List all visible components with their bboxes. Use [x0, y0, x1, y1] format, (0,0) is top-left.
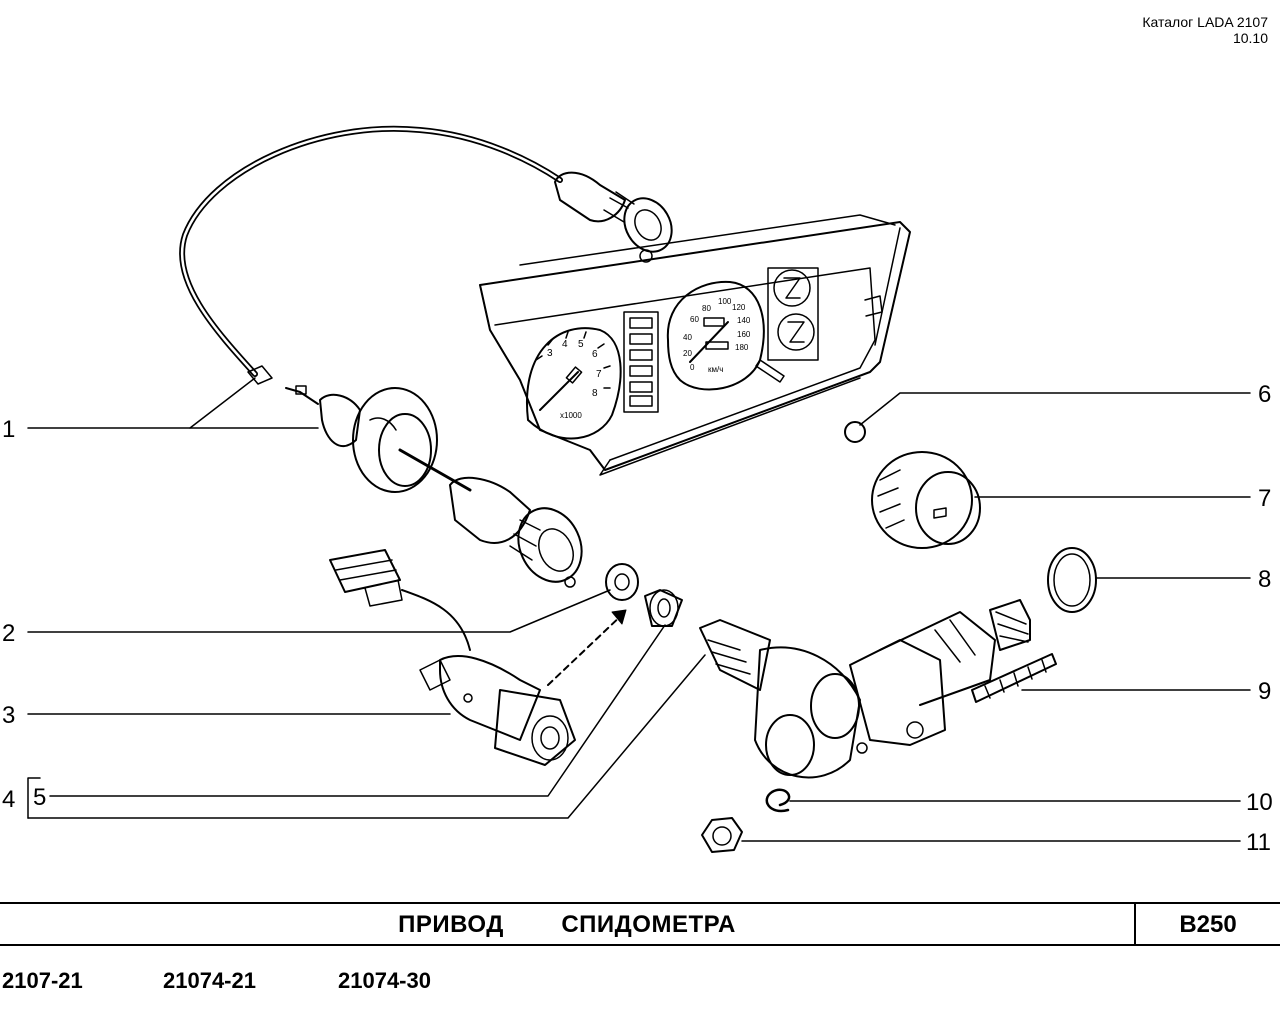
callout-3: 3 [2, 702, 15, 729]
arrow-head [611, 609, 627, 625]
instrument-cluster: 3 4 5 6 7 8 x1000 0 20 40 60 [479, 214, 911, 476]
callout-1: 1 [2, 416, 15, 443]
tacho-mark: 6 [592, 349, 598, 360]
stud [971, 653, 1057, 703]
assembly-title: ПРИВОД СПИДОМЕТРА [398, 911, 736, 938]
model-code: 21074-21 [163, 968, 256, 993]
threaded-cap [871, 451, 981, 549]
tacho-mark: 3 [547, 348, 553, 359]
speed-sensor [329, 549, 576, 766]
assembly-code: B250 [1134, 904, 1280, 944]
speedo-mark: 20 [683, 349, 692, 358]
speedometer-dial: 0 20 40 60 80 100 120 140 160 180 км/ч [666, 280, 765, 391]
speedo-unit: км/ч [708, 365, 723, 374]
tacho-mark: 7 [596, 369, 602, 380]
callout-5: 5 [33, 784, 46, 811]
speedo-mark: 40 [683, 333, 692, 342]
o-ring [1047, 547, 1097, 613]
leader-lines [27, 377, 1251, 842]
callout-10: 10 [1246, 789, 1273, 816]
plug [844, 421, 866, 443]
model-code: 2107-21 [2, 968, 83, 993]
callout-11: 11 [1246, 829, 1271, 856]
callout-6: 6 [1258, 381, 1271, 408]
speedo-mark: 180 [735, 343, 749, 352]
speedo-mark: 120 [732, 303, 746, 312]
auxiliary-gauges [755, 267, 819, 383]
speedometer-cable [179, 125, 673, 588]
tacho-mark: 8 [592, 388, 598, 399]
catalog-name: Каталог LADA 2107 [1142, 14, 1268, 30]
bushing [644, 589, 683, 627]
warning-lamps-strip [623, 311, 659, 413]
speedo-mark: 160 [737, 330, 751, 339]
tacho-mark: 5 [578, 339, 584, 350]
callout-4: 4 [2, 786, 15, 813]
tacho-unit: x1000 [560, 411, 582, 420]
callout-8: 8 [1258, 566, 1271, 593]
drive-housing [699, 599, 1031, 779]
speedo-mark: 100 [718, 297, 732, 306]
exploded-parts-diagram: 3 4 5 6 7 8 x1000 0 20 40 60 [2, 125, 1273, 856]
washer [605, 563, 639, 601]
speedo-mark: 80 [702, 304, 711, 313]
title-block: ПРИВОД СПИДОМЕТРА B250 [0, 902, 1280, 946]
speedo-mark: 140 [737, 316, 751, 325]
callout-7: 7 [1258, 485, 1271, 512]
model-code: 21074-30 [338, 968, 431, 993]
tacho-mark: 4 [562, 339, 568, 350]
speedo-mark: 60 [690, 315, 699, 324]
catalog-header: Каталог LADA 2107 10.10 [1142, 14, 1268, 46]
tachometer-dial: 3 4 5 6 7 8 x1000 [525, 327, 622, 440]
catalog-date: 10.10 [1232, 30, 1268, 46]
assembly-arrow [547, 611, 626, 686]
callout-9: 9 [1258, 678, 1271, 705]
hex-nut [701, 817, 743, 853]
callout-2: 2 [2, 620, 15, 647]
speedo-mark: 0 [690, 363, 695, 372]
lock-clip [765, 788, 791, 813]
